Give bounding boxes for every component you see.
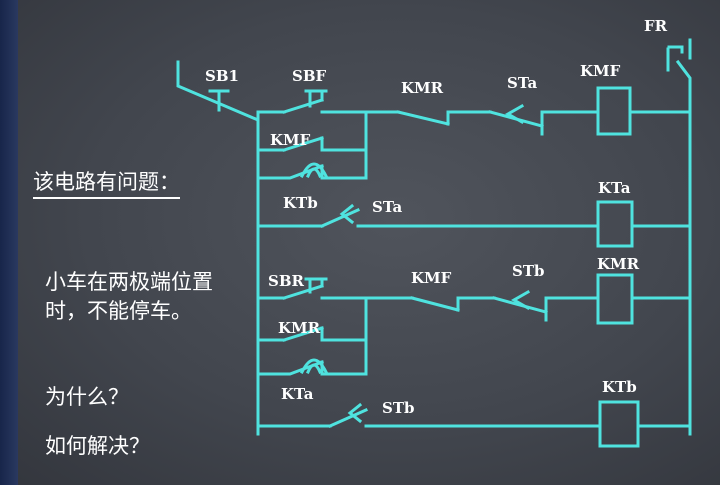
kmr-holding-contact — [282, 326, 324, 342]
kta-timer-contact — [256, 358, 368, 376]
problem-description: 小车在两极端位置时，不能停车。 — [45, 270, 213, 323]
sbr-start-button — [282, 277, 328, 300]
kta-coil-label: KTa — [598, 179, 631, 197]
sta-no-limit-contact — [320, 203, 360, 228]
stb-no-limit-contact — [328, 402, 368, 428]
ktb-coil-label: KTb — [602, 378, 637, 396]
sbf-label: SBF — [292, 67, 327, 85]
kmf-interlock-label: KMF — [411, 269, 452, 287]
kta-contact-label: KTa — [281, 385, 314, 403]
sb1-stop-button — [208, 89, 230, 112]
kmf-coil-label: KMF — [580, 62, 621, 80]
sb1-label: SB1 — [205, 67, 239, 85]
sbr-label: SBR — [268, 272, 305, 290]
kmf-coil — [596, 86, 632, 136]
problem-title: 该电路有问题： — [33, 166, 180, 199]
stb-limit-label: STb — [512, 262, 544, 280]
fr-overload-contact — [666, 38, 692, 90]
stb-nc-limit — [492, 289, 548, 322]
question-solve: 如何解决？ — [45, 434, 150, 458]
sta-nc-limit-top — [488, 103, 544, 136]
kmf-hold-label: KMF — [270, 131, 311, 149]
ktb-contact-label: KTb — [283, 194, 318, 212]
sbf-start-button — [282, 89, 328, 114]
kmr-interlock-label: KMR — [401, 79, 444, 97]
slide-edge-band — [0, 0, 18, 485]
kmr-coil-label: KMR — [597, 255, 640, 273]
kmf-nc-interlock — [410, 296, 460, 312]
kta-coil — [596, 200, 634, 248]
rung1-wire-a — [256, 110, 286, 122]
stb-no-label: STb — [382, 399, 414, 417]
kmr-coil — [596, 273, 634, 325]
kmr-nc-interlock-top — [396, 110, 450, 126]
ktb-coil — [598, 400, 640, 448]
ktb-timer-contact — [256, 162, 368, 180]
sta-limit-label: STa — [507, 74, 538, 92]
kmf-holding-contact — [282, 136, 324, 152]
left-rail — [176, 60, 260, 436]
kmr-hold-label: KMR — [278, 319, 321, 337]
question-why: 为什么？ — [45, 385, 129, 409]
fr-label: FR — [644, 17, 668, 35]
sta-no-label: STa — [372, 198, 403, 216]
